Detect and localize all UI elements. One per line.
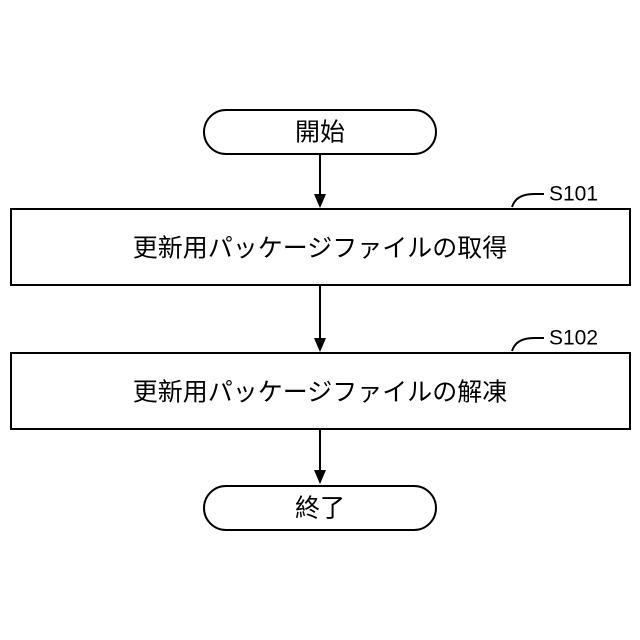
- step-id-s101: S101: [549, 183, 598, 206]
- step-id-s102: S102: [549, 327, 598, 350]
- process-label-s102: 更新用パッケージファイルの解凍: [133, 378, 508, 407]
- start-node: 開始: [204, 110, 436, 154]
- arrowhead: [314, 470, 326, 484]
- end-label: 終了: [295, 494, 345, 523]
- arrowhead: [314, 194, 326, 208]
- process-label-s101: 更新用パッケージファイルの取得: [133, 234, 508, 263]
- arrow-start-to-s101: [314, 154, 326, 208]
- step-label-leader-s101: [512, 194, 544, 207]
- arrowhead: [314, 338, 326, 352]
- arrow-s101-to-s102: [314, 285, 326, 352]
- end-node: 終了: [204, 486, 436, 530]
- step-label-leader-s102: [512, 338, 544, 351]
- start-label: 開始: [295, 118, 345, 147]
- arrow-s102-to-end: [314, 429, 326, 484]
